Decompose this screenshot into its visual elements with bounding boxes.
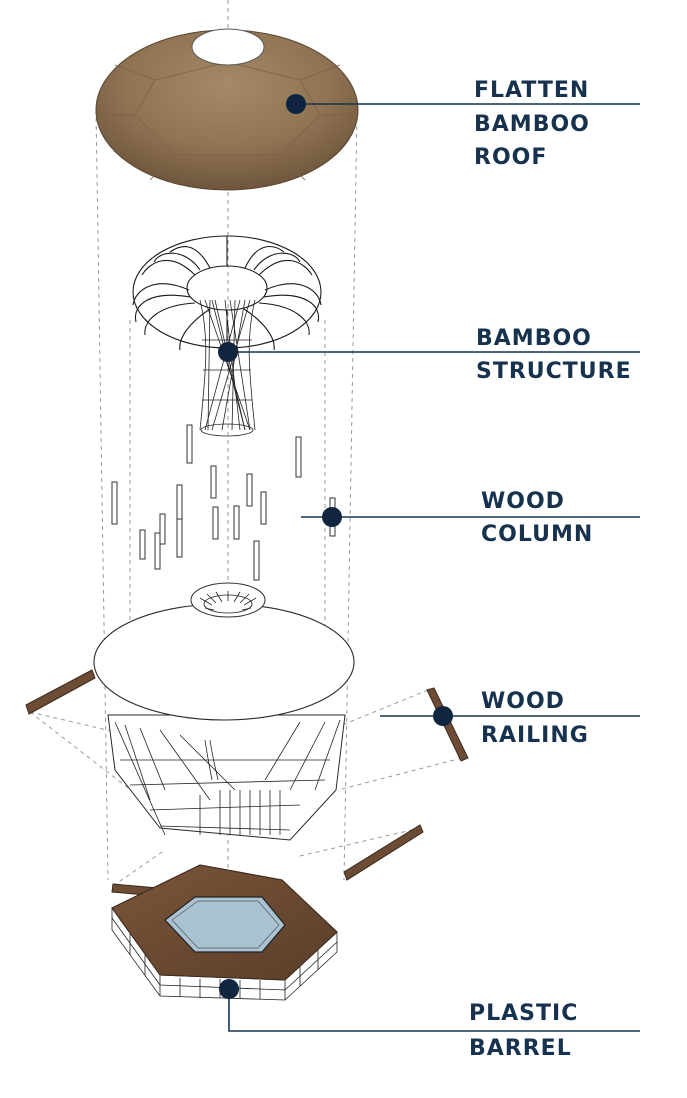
svg-text:BAMBOO: BAMBOO [474,112,590,137]
marker-dot [218,342,238,362]
svg-text:COLUMN: COLUMN [481,522,593,547]
bamboo-structure [132,235,322,437]
marker-dot [286,94,306,114]
callout-barrel [219,979,640,1032]
marker-dot [219,979,239,999]
svg-text:WOOD: WOOD [481,489,565,514]
svg-text:BARREL: BARREL [469,1036,572,1061]
callout-roof [286,94,640,114]
projection-lines [29,0,463,900]
flatten-bamboo-roof [95,28,359,191]
callout-column [301,507,640,527]
callout-structure [218,342,640,362]
label-railing: WOOD RAILING [481,689,589,748]
label-structure: BAMBOO STRUCTURE [476,326,632,384]
callout-railing [380,706,640,726]
label-column: WOOD COLUMN [481,489,593,547]
svg-text:PLASTIC: PLASTIC [469,1001,578,1026]
svg-text:FLATTEN: FLATTEN [474,78,589,103]
svg-text:RAILING: RAILING [481,723,589,748]
plastic-barrel-platform [111,864,338,1001]
roof-shell-and-frame [93,582,355,841]
svg-text:BAMBOO: BAMBOO [476,326,592,351]
marker-dot [322,507,342,527]
wood-columns [111,424,336,581]
svg-text:ROOF: ROOF [474,145,547,170]
svg-text:WOOD: WOOD [481,689,565,714]
svg-text:STRUCTURE: STRUCTURE [476,359,632,384]
label-roof: FLATTEN BAMBOO ROOF [474,78,590,170]
label-barrel: PLASTIC BARREL [469,1001,578,1061]
marker-dot [433,706,453,726]
